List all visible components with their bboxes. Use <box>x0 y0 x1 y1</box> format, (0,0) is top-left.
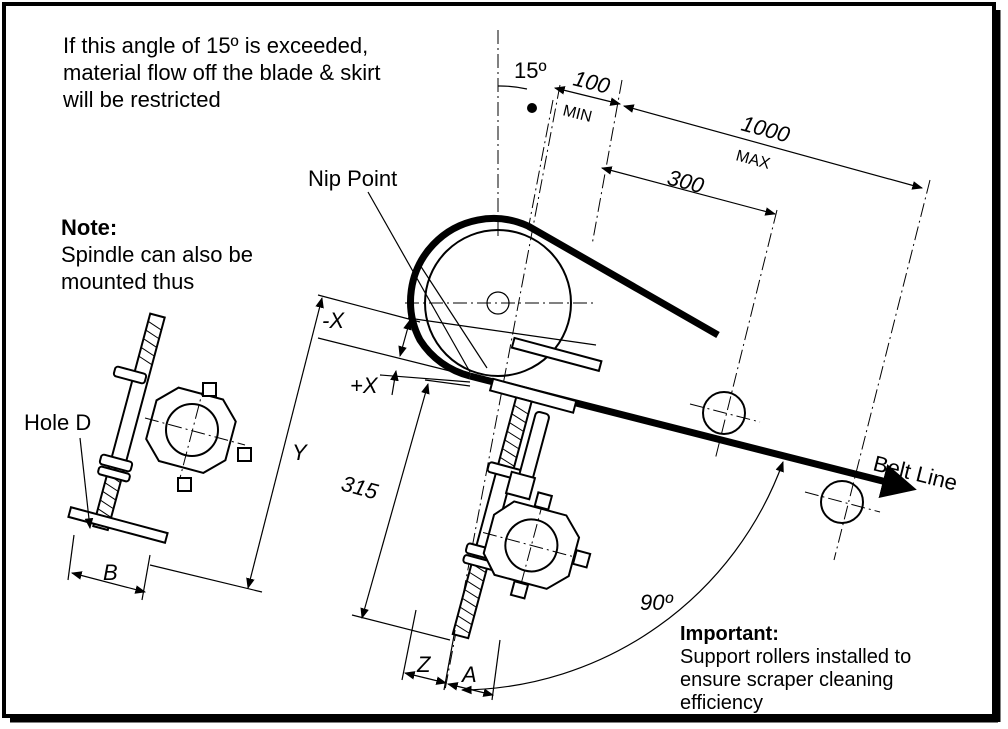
min-limit-line <box>591 79 623 246</box>
za-extension-left <box>401 609 417 681</box>
min-dimension-line <box>553 86 622 106</box>
important-note-line-1: Support rollers installed to <box>680 646 911 668</box>
min-dimension-label: MIN <box>561 102 594 126</box>
pivot-block <box>504 470 537 501</box>
min-reference-line <box>527 99 554 231</box>
angle-warning-line-3: will be restricted <box>62 87 221 112</box>
alt-clamp-centre-v <box>179 381 206 479</box>
support-roller-1 <box>702 391 746 435</box>
support-roller-2-line <box>833 179 931 561</box>
right-angle-arc <box>460 460 784 695</box>
hole-d-leader <box>79 437 94 530</box>
conveyor-belt-return <box>407 215 720 380</box>
y-extension-bottom <box>149 564 263 593</box>
b-dimension-line <box>70 571 147 594</box>
angle-15-label: 15º <box>514 58 547 83</box>
b-label: B <box>103 560 118 585</box>
important-note-line-3: efficiency <box>680 692 763 714</box>
spindle-note-title: Note: <box>61 215 117 240</box>
support-roller-2 <box>820 480 864 524</box>
plus-x-label: +X <box>350 373 379 398</box>
alt-clamp-bore <box>165 403 219 457</box>
dim-300-line <box>600 166 777 216</box>
y-dimension-line <box>246 296 324 590</box>
pulley-tangent-line-1 <box>407 317 597 346</box>
hole-d-label: Hole D <box>24 410 91 435</box>
support-roller-1-axis <box>689 403 761 423</box>
spindle-note-line-2: mounted thus <box>61 269 194 294</box>
alt-clamp-housing <box>145 386 237 474</box>
alt-nut-lower-2 <box>97 465 131 483</box>
angle-15-arc <box>497 85 528 90</box>
clamp-bolt-bottom <box>509 580 530 600</box>
alt-base-plate <box>67 506 169 544</box>
z-dimension-line <box>403 671 448 685</box>
dim-315-line <box>360 382 430 620</box>
important-note-line-2: ensure scraper cleaning <box>680 669 893 691</box>
scraper-top-plate <box>510 336 603 373</box>
angle-warning-line-1: If this angle of 15º is exceeded, <box>63 33 368 58</box>
alt-nut-lower <box>98 453 134 473</box>
alt-bolt-right <box>237 447 252 462</box>
right-angle-label: 90º <box>640 590 673 615</box>
dim-315-extension-top <box>424 379 471 387</box>
clamp-bolt-right <box>571 549 592 569</box>
angle-warning-line-2: material flow off the blade & skirt <box>63 60 381 85</box>
y-label: Y <box>292 440 308 465</box>
x-extension-mid <box>317 337 471 377</box>
clamp-bolt-top <box>533 491 554 511</box>
nip-point-leader <box>367 191 471 373</box>
x-extension-upper <box>317 294 421 323</box>
alt-bolt-bottom <box>177 477 192 492</box>
a-label: A <box>460 662 477 687</box>
support-roller-2-axis <box>804 491 881 513</box>
nip-point-label: Nip Point <box>308 166 397 191</box>
z-label: Z <box>416 652 432 677</box>
important-note-title: Important: <box>680 623 779 645</box>
spindle-note-line-1: Spindle can also be <box>61 242 253 267</box>
max-dimension-line <box>622 104 924 190</box>
alternative-spindle-mount <box>67 312 252 544</box>
alt-clamp-centre-h <box>144 417 246 446</box>
b-extension-left <box>67 534 75 581</box>
angle-marker-dot <box>527 103 537 113</box>
minus-x-label: -X <box>322 308 345 333</box>
alt-nut-upper <box>112 365 148 385</box>
minus-x-dimension <box>398 318 412 358</box>
support-roller-1-line <box>714 209 778 461</box>
alt-bolt-top <box>202 382 217 397</box>
dim-315-extension-bottom <box>351 614 451 641</box>
nip-point-guide <box>417 261 488 369</box>
